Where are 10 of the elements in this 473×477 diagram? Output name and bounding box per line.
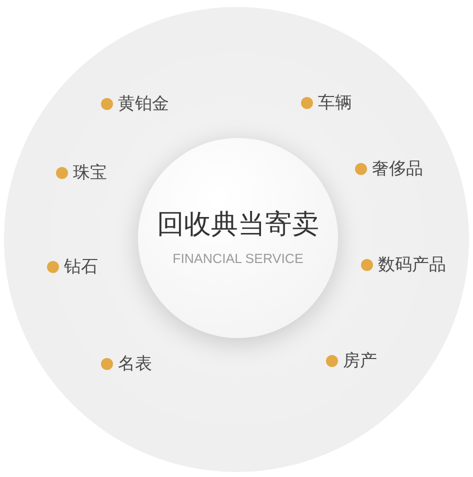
- category-label: 车辆: [318, 92, 352, 114]
- category-label: 奢侈品: [372, 158, 423, 180]
- category-label: 数码产品: [378, 254, 446, 276]
- category-label: 钻石: [64, 256, 98, 278]
- category-label: 珠宝: [73, 162, 107, 184]
- category-label: 名表: [118, 353, 152, 375]
- category-label: 黄铂金: [118, 93, 169, 115]
- category-label: 房产: [343, 350, 377, 372]
- title-text: 回收典当寄卖: [157, 209, 319, 241]
- subtitle-text: FINANCIAL SERVICE: [172, 251, 304, 267]
